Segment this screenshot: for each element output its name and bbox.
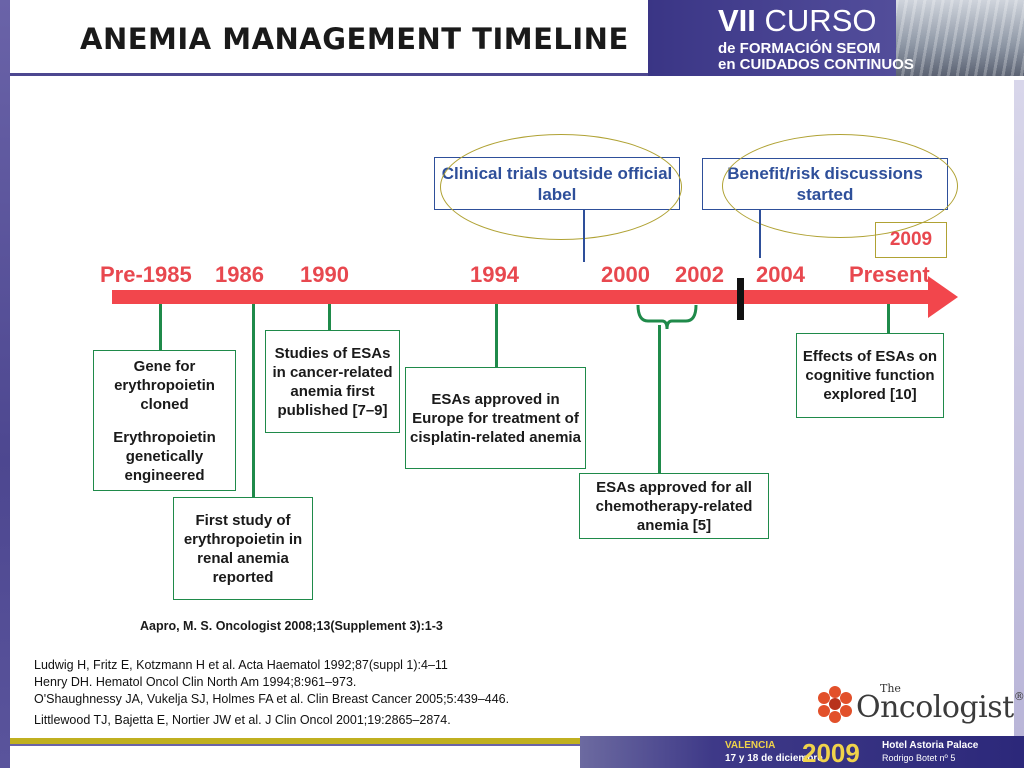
connector-studies bbox=[328, 304, 331, 330]
banner-subtitle-2: en CUIDADOS CONTINUOS bbox=[718, 56, 914, 73]
logo-registered-mark: ® bbox=[1013, 690, 1024, 703]
highlight-ellipse-benefit bbox=[722, 134, 958, 238]
reference-littlewood: Littlewood TJ, Bajetta E, Nortier JW et … bbox=[34, 713, 451, 727]
event-gene-cloned-text: Gene for erythropoietin cloned bbox=[114, 357, 215, 413]
connector-gene bbox=[159, 304, 162, 350]
banner-course-title: VII CURSO bbox=[718, 4, 876, 38]
event-europe-approval: ESAs approved in Europe for treatment of… bbox=[405, 367, 586, 469]
logo-the: The bbox=[880, 682, 901, 695]
brace-2000-2002 bbox=[636, 305, 698, 329]
year-label-1994: 1994 bbox=[470, 262, 519, 287]
connector-chemo bbox=[658, 325, 661, 473]
logo-name: Oncologist bbox=[856, 690, 1014, 725]
reference-henry: Henry DH. Hematol Oncol Clin North Am 19… bbox=[34, 675, 357, 689]
banner-subtitle-a: de FORMACIÓN bbox=[718, 40, 833, 57]
connector-cognitive bbox=[887, 304, 890, 333]
course-banner: VII CURSO de FORMACIÓN SEOM en CUIDADOS … bbox=[648, 0, 1024, 76]
oncologist-flower-icon bbox=[818, 686, 852, 723]
banner-course-word: CURSO bbox=[764, 3, 877, 38]
page-title: ANEMIA MANAGEMENT TIMELINE bbox=[80, 22, 629, 56]
reference-ludwig: Ludwig H, Fritz E, Kotzmann H et al. Act… bbox=[34, 658, 448, 672]
footer-event-band: VALENCIA 17 y 18 de diciembre 2009 Hotel… bbox=[580, 736, 1024, 768]
reference-oshaughnessy: O'Shaughnessy JA, Vukelja SJ, Holmes FA … bbox=[34, 692, 510, 706]
event-chemo-approval: ESAs approved for all chemotherapy-relat… bbox=[579, 473, 769, 539]
banner-subtitle: de FORMACIÓN SEOM bbox=[718, 40, 881, 57]
banner-building-photo bbox=[896, 0, 1024, 76]
footer-city: VALENCIA bbox=[725, 740, 776, 751]
footer-address: Rodrigo Botet nº 5 bbox=[882, 753, 956, 763]
year-label-1990: 1990 bbox=[300, 262, 349, 287]
title-underline bbox=[10, 73, 650, 76]
connector-clinical bbox=[583, 210, 585, 262]
source-citation: Aapro, M. S. Oncologist 2008;13(Suppleme… bbox=[140, 619, 443, 633]
timeline-arrow-shaft bbox=[112, 290, 932, 304]
year-label-present: Present bbox=[849, 262, 930, 287]
event-studies-published: Studies of ESAs in cancer-related anemia… bbox=[265, 330, 400, 433]
footer-year: 2009 bbox=[802, 738, 860, 768]
footer-hotel: Hotel Astoria Palace bbox=[882, 740, 979, 751]
year-label-pre1985: Pre-1985 bbox=[100, 262, 192, 287]
banner-roman-numeral: VII bbox=[718, 3, 756, 38]
year-marker-2009: 2009 bbox=[875, 222, 947, 258]
event-renal-study: First study of erythropoietin in renal a… bbox=[173, 497, 313, 600]
banner-photo-texture bbox=[896, 0, 1024, 76]
year-label-2000: 2000 bbox=[601, 262, 650, 287]
connector-renal bbox=[252, 304, 255, 498]
year-label-2004: 2004 bbox=[756, 262, 805, 287]
year-label-1986: 1986 bbox=[215, 262, 264, 287]
year-label-2002: 2002 bbox=[675, 262, 724, 287]
oncologist-logo: Oncologist® bbox=[856, 690, 1024, 725]
banner-subtitle-b: SEOM bbox=[836, 40, 881, 57]
event-cognitive-effects: Effects of ESAs on cognitive function ex… bbox=[796, 333, 944, 418]
highlight-ellipse-clinical bbox=[440, 134, 682, 240]
event-gene-cloned: Gene for erythropoietin cloned Erythropo… bbox=[93, 350, 236, 491]
footer-purple-rule bbox=[10, 744, 580, 746]
connector-europe bbox=[495, 304, 498, 367]
right-frame-bar bbox=[1014, 80, 1024, 736]
left-frame-bar bbox=[0, 0, 10, 768]
event-epo-engineered-text: Erythropoietin genetically engineered bbox=[113, 428, 216, 484]
footer-gold-rule bbox=[10, 738, 580, 744]
footer-dates: 17 y 18 de diciembre bbox=[725, 753, 823, 764]
timeline-arrow-head bbox=[928, 276, 958, 318]
timeline-current-tick bbox=[737, 278, 744, 320]
connector-benefit bbox=[759, 210, 761, 258]
